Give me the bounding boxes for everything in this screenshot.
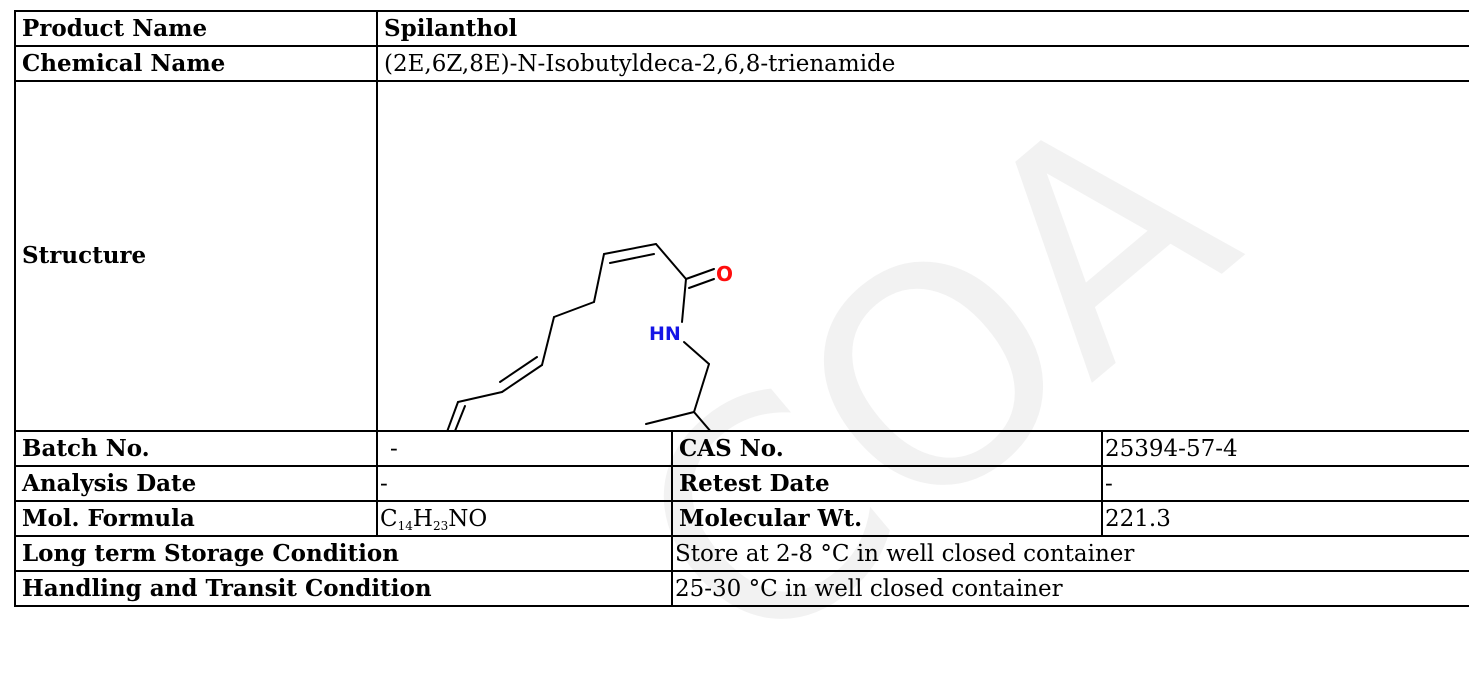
bond — [681, 278, 687, 323]
row-chemical-name: Chemical Name (2E,6Z,8E)-N-Isobutyldeca-… — [14, 45, 1469, 82]
cas-no-value: 25394-57-4 — [1100, 430, 1469, 467]
storage-condition-label: Long term Storage Condition — [14, 535, 673, 572]
bond — [553, 301, 595, 318]
bond — [593, 253, 605, 303]
batch-no-value: - — [376, 430, 673, 467]
batch-no-label: Batch No. — [14, 430, 378, 467]
row-handling: Handling and Transit Condition 25-30 °C … — [14, 570, 1469, 607]
formula-h-subscript: 23 — [432, 518, 449, 533]
bond — [683, 341, 710, 365]
atom-amine: HN — [649, 323, 681, 345]
row-dates: Analysis Date - Retest Date - — [14, 465, 1469, 502]
molecular-wt-label: Molecular Wt. — [671, 500, 1103, 537]
bond — [655, 243, 687, 280]
structure-bonds — [446, 243, 715, 429]
structure-label: Structure — [14, 80, 378, 432]
formula-c-subscript: 14 — [397, 518, 413, 533]
formula-h: H — [412, 505, 433, 532]
storage-condition-value: Store at 2-8 °C in well closed container — [670, 535, 1469, 572]
row-structure: Structure — [14, 80, 1469, 432]
bond — [609, 253, 655, 264]
handling-condition-label: Handling and Transit Condition — [14, 570, 673, 607]
structure-image: O HN — [375, 80, 1469, 432]
bond — [454, 405, 466, 429]
bond — [693, 411, 710, 429]
formula-rest: NO — [448, 505, 488, 532]
bond — [541, 316, 555, 366]
atom-oxygen: O — [716, 262, 733, 286]
mol-formula-value: C14H23NO — [376, 500, 673, 537]
mol-formula-label: Mol. Formula — [14, 500, 378, 537]
bond — [693, 363, 710, 413]
bond — [645, 411, 695, 425]
cas-no-label: CAS No. — [671, 430, 1103, 467]
formula-c: C — [380, 505, 398, 532]
molecular-wt-value: 221.3 — [1100, 500, 1469, 537]
structure-diagram: O HN — [446, 243, 733, 429]
row-storage: Long term Storage Condition Store at 2-8… — [14, 535, 1469, 572]
row-formula-weight: Mol. Formula C14H23NO Molecular Wt. 221.… — [14, 500, 1469, 537]
analysis-date-label: Analysis Date — [14, 465, 378, 502]
bond — [603, 243, 657, 255]
analysis-date-value: - — [376, 465, 673, 502]
chemical-name-value: (2E,6Z,8E)-N-Isobutyldeca-2,6,8-trienami… — [375, 45, 1469, 82]
handling-condition-value: 25-30 °C in well closed container — [670, 570, 1469, 607]
bond — [685, 268, 715, 280]
product-name-label: Product Name — [14, 10, 378, 47]
bond — [446, 401, 459, 429]
bond — [457, 391, 503, 403]
row-product-name: Product Name Spilanthol — [14, 10, 1469, 47]
product-name-value: Spilanthol — [375, 10, 1469, 47]
retest-date-label: Retest Date — [671, 465, 1103, 502]
bond — [688, 278, 715, 289]
bond — [499, 356, 538, 383]
retest-date-value: - — [1100, 465, 1469, 502]
coa-table: Product Name Spilanthol Chemical Name (2… — [14, 10, 1469, 607]
row-batch-cas: Batch No. - CAS No. 25394-57-4 — [14, 430, 1469, 467]
bond — [501, 364, 543, 393]
chemical-name-label: Chemical Name — [14, 45, 378, 82]
